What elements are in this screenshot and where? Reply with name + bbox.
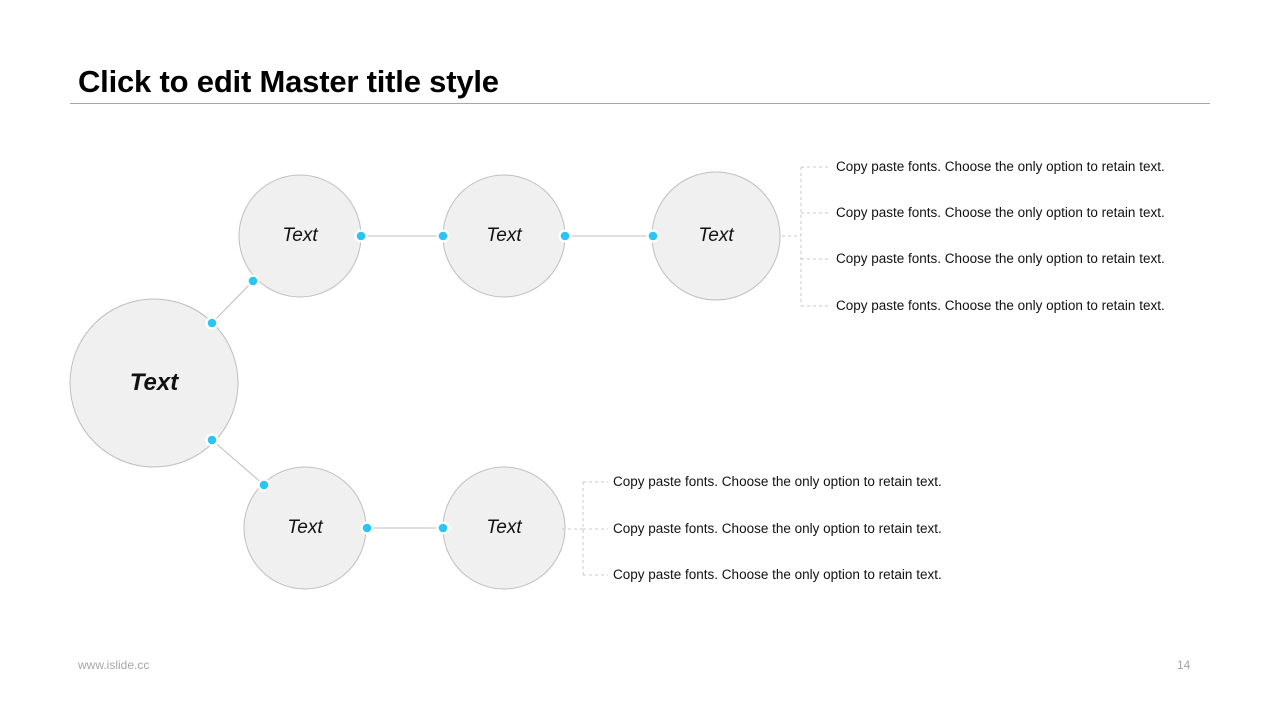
connector-lines — [211, 235, 652, 529]
bottom-note-3[interactable]: Copy paste fonts. Choose the only option… — [613, 567, 942, 582]
node-label-bottom-2[interactable]: Text — [486, 517, 522, 538]
title-divider — [70, 103, 1210, 104]
bottom-note-1[interactable]: Copy paste fonts. Choose the only option… — [613, 474, 942, 489]
slide-page-number: 14 — [1177, 658, 1191, 672]
node-label-root[interactable]: Text — [129, 369, 179, 396]
top-note-2[interactable]: Copy paste fonts. Choose the only option… — [836, 205, 1165, 220]
top-note-4[interactable]: Copy paste fonts. Choose the only option… — [836, 298, 1165, 313]
dot-top-2-out — [558, 229, 572, 243]
footer-url[interactable]: www.islide.cc — [78, 658, 150, 672]
node-label-top-1[interactable]: Text — [282, 225, 318, 246]
connector-dots — [205, 229, 660, 535]
node-label-top-2[interactable]: Text — [486, 225, 522, 246]
bracket-bottom — [562, 481, 608, 576]
dot-bottom-1-in — [257, 478, 271, 492]
node-label-bottom-1[interactable]: Text — [287, 517, 323, 538]
top-note-3[interactable]: Copy paste fonts. Choose the only option… — [836, 251, 1165, 266]
bracket-top — [782, 166, 828, 307]
dot-root-bottom — [205, 433, 219, 447]
dot-bottom-2-in — [436, 521, 450, 535]
dot-bottom-1-out — [360, 521, 374, 535]
dot-top-1-in — [246, 274, 260, 288]
bottom-note-2[interactable]: Copy paste fonts. Choose the only option… — [613, 521, 942, 536]
dot-root-top — [205, 316, 219, 330]
dot-top-2-in — [436, 229, 450, 243]
page-title: Click to edit Master title style — [78, 64, 499, 99]
dot-top-1-out — [354, 229, 368, 243]
node-label-top-3[interactable]: Text — [698, 225, 734, 246]
dot-top-3-in — [646, 229, 660, 243]
top-note-1[interactable]: Copy paste fonts. Choose the only option… — [836, 159, 1165, 174]
connector-root-to-bottom — [211, 439, 265, 486]
connector-root-to-top — [211, 280, 254, 324]
